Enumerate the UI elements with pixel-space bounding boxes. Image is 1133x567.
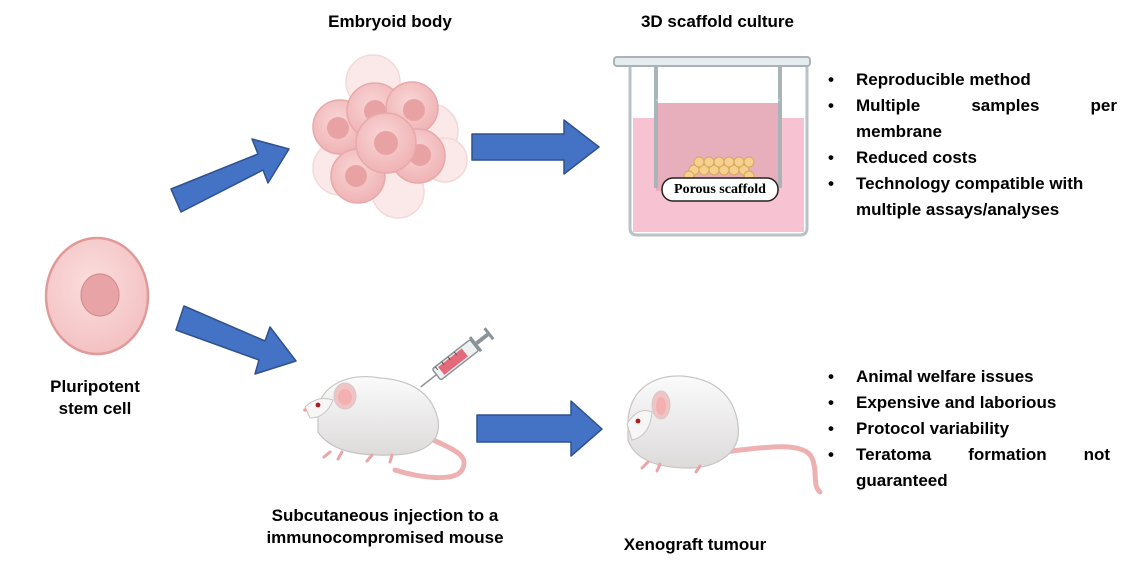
list-item-text: Teratoma formation not bbox=[856, 445, 1110, 464]
list-item-text: guaranteed bbox=[856, 471, 948, 490]
mouse-icon bbox=[626, 375, 823, 495]
scaffold-advantages-list: Reproducible method Multiple samples per… bbox=[826, 67, 1117, 223]
xenograft-label: Xenograft tumour bbox=[623, 535, 767, 554]
porous-scaffold-label: Porous scaffold bbox=[674, 182, 766, 197]
list-item: Reduced costs bbox=[826, 145, 1117, 171]
culture-well-icon bbox=[613, 56, 811, 237]
stem-cell-label-line: Pluripotent bbox=[50, 377, 140, 396]
stem-cell-label: Pluripotent stem cell bbox=[20, 376, 170, 420]
list-item-text: Protocol variability bbox=[856, 419, 1010, 438]
list-item: Expensive and laborious bbox=[826, 390, 1110, 416]
list-item: Multiple samples per membrane bbox=[826, 93, 1117, 145]
list-item-text: Reduced costs bbox=[856, 148, 977, 167]
arrow-to-scaffold bbox=[471, 119, 600, 175]
list-item-text: Multiple samples per bbox=[856, 96, 1117, 115]
list-item: Teratoma formation not guaranteed bbox=[826, 442, 1110, 494]
list-item: Animal welfare issues bbox=[826, 364, 1110, 390]
list-item: Protocol variability bbox=[826, 416, 1110, 442]
mouse-icon bbox=[303, 376, 467, 481]
list-item-text: Reproducible method bbox=[856, 70, 1031, 89]
arrow-to-embryoid bbox=[170, 138, 290, 213]
list-item-text: Animal welfare issues bbox=[856, 367, 1034, 386]
stem-cell-label-line: stem cell bbox=[58, 399, 132, 418]
scaffold-cells bbox=[683, 156, 755, 182]
embryoid-body-label: Embryoid body bbox=[328, 12, 452, 31]
injection-label: Subcutaneous injection to a immunocompro… bbox=[220, 505, 550, 549]
injection-label-line: Subcutaneous injection to a bbox=[271, 506, 499, 525]
stem-cell-icon bbox=[44, 236, 150, 356]
arrow-to-xenograft bbox=[476, 400, 603, 457]
list-item-text: membrane bbox=[856, 122, 942, 141]
xenograft-disadvantages-list: Animal welfare issues Expensive and labo… bbox=[826, 364, 1110, 494]
list-item-text: Expensive and laborious bbox=[856, 393, 1057, 412]
injection-label-line: immunocompromised mouse bbox=[266, 528, 504, 547]
list-item-text: multiple assays/analyses bbox=[856, 200, 1060, 219]
syringe-icon bbox=[420, 327, 495, 388]
list-item: Technology compatible with multiple assa… bbox=[826, 171, 1117, 223]
scaffold-culture-label: 3D scaffold culture bbox=[640, 12, 795, 31]
list-item: Reproducible method bbox=[826, 67, 1117, 93]
embryoid-body-icon bbox=[312, 54, 468, 219]
arrow-to-mouse bbox=[175, 305, 297, 375]
list-item-text: Technology compatible with bbox=[856, 174, 1084, 193]
